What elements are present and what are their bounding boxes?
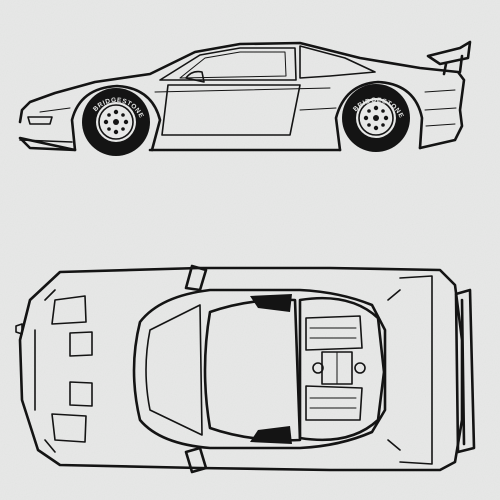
top-engine-bay [298, 296, 386, 442]
top-body-outline [18, 266, 464, 472]
side-rear-quarter-lines [424, 89, 457, 127]
top-view [15, 264, 476, 474]
side-front-wheel: BRIDGESTONE [82, 88, 150, 156]
side-headlight [27, 116, 53, 125]
side-window-inner [179, 51, 287, 79]
side-body-outline [18, 41, 466, 152]
top-mirror-right [184, 446, 208, 474]
side-window-rear [299, 45, 376, 79]
front-rim-bolts [103, 109, 129, 135]
top-nose-line [34, 289, 56, 453]
top-nose-tab [15, 323, 23, 335]
side-rear-wing [426, 40, 472, 76]
top-mirror-left [184, 264, 208, 292]
top-rear-wing [454, 288, 476, 454]
rear-rim-lip [358, 100, 394, 136]
top-cabin-outline [132, 288, 387, 450]
side-rear-arch [334, 80, 424, 152]
side-view: BRIDGESTONE BRIDGESTONE [18, 40, 472, 156]
side-front-arch [70, 84, 162, 152]
side-mirror [185, 70, 205, 83]
top-windshield [145, 304, 203, 436]
top-intake-left [250, 294, 292, 312]
side-door-line [161, 84, 301, 136]
front-rim-lip [98, 104, 134, 140]
side-window-frame [159, 47, 297, 81]
side-character-line [39, 87, 337, 113]
side-front-splitter [19, 139, 73, 143]
top-intake-right [250, 426, 292, 444]
top-front-vents [51, 295, 93, 443]
rear-rim-bolts [363, 105, 389, 131]
top-rear-deck [387, 275, 433, 465]
side-rear-wheel: BRIDGESTONE [342, 84, 410, 152]
